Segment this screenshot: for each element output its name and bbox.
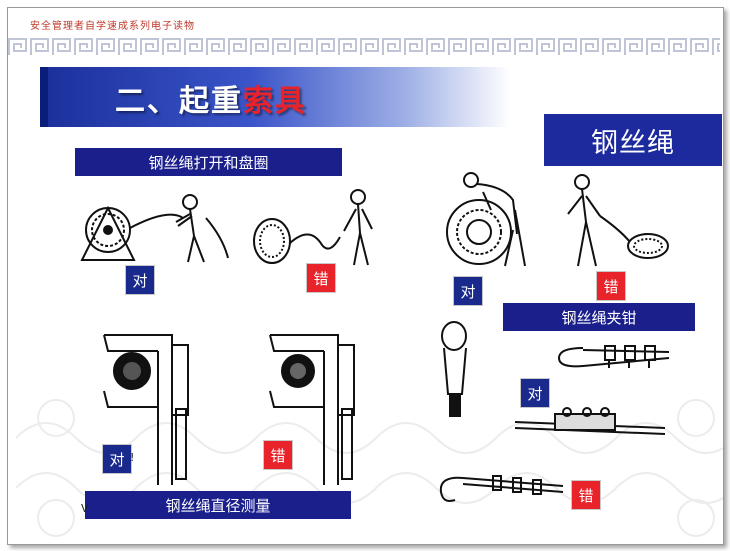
title-highlight: 索具 <box>243 84 307 119</box>
illustration-clamp-eye-correct <box>557 345 670 368</box>
series-header-text: 安全管理者自学速成系列电子读物 <box>30 21 195 32</box>
illustration-coil-kink-wrong <box>253 189 373 266</box>
illustration-reel-stand-correct <box>80 194 229 263</box>
illustration-pulling-coil-wrong <box>567 174 669 267</box>
badge-right-clamp: 对 <box>520 378 550 408</box>
title-prefix: 二、起重 <box>115 84 243 119</box>
illustration-clamp-block <box>514 407 666 435</box>
label-unwind-coil: 钢丝绳打开和盘圈 <box>75 148 342 176</box>
slide-title: 二、起重索具 <box>115 76 307 120</box>
v-mark: V <box>81 502 89 515</box>
illustration-rope-socket <box>441 321 467 417</box>
badge-wrong-hook: 错 <box>571 480 601 510</box>
badge-right-rolling: 对 <box>453 276 483 306</box>
background-cloud-ornament <box>16 399 723 537</box>
label-diameter-measure: 钢丝绳直径测量 <box>85 491 351 519</box>
category-box: 钢丝绳 <box>544 114 722 166</box>
illustration-caliper-wrong <box>269 334 355 485</box>
meander-border <box>8 38 720 56</box>
illustration-caliper-correct <box>103 334 189 485</box>
exclamation-mark: ! <box>130 451 135 464</box>
title-banner <box>40 67 510 127</box>
illustration-rolling-coil-correct <box>446 172 526 267</box>
illustration-hook-clamp-wrong <box>439 475 564 502</box>
badge-wrong-caliper: 错 <box>263 440 293 470</box>
badge-right-reel: 对 <box>125 265 155 295</box>
badge-wrong-coil: 错 <box>306 263 336 293</box>
badge-wrong-pulling: 错 <box>596 271 626 301</box>
badge-right-caliper: 对 <box>102 444 132 474</box>
label-wire-clamp: 钢丝绳夹钳 <box>503 303 695 331</box>
